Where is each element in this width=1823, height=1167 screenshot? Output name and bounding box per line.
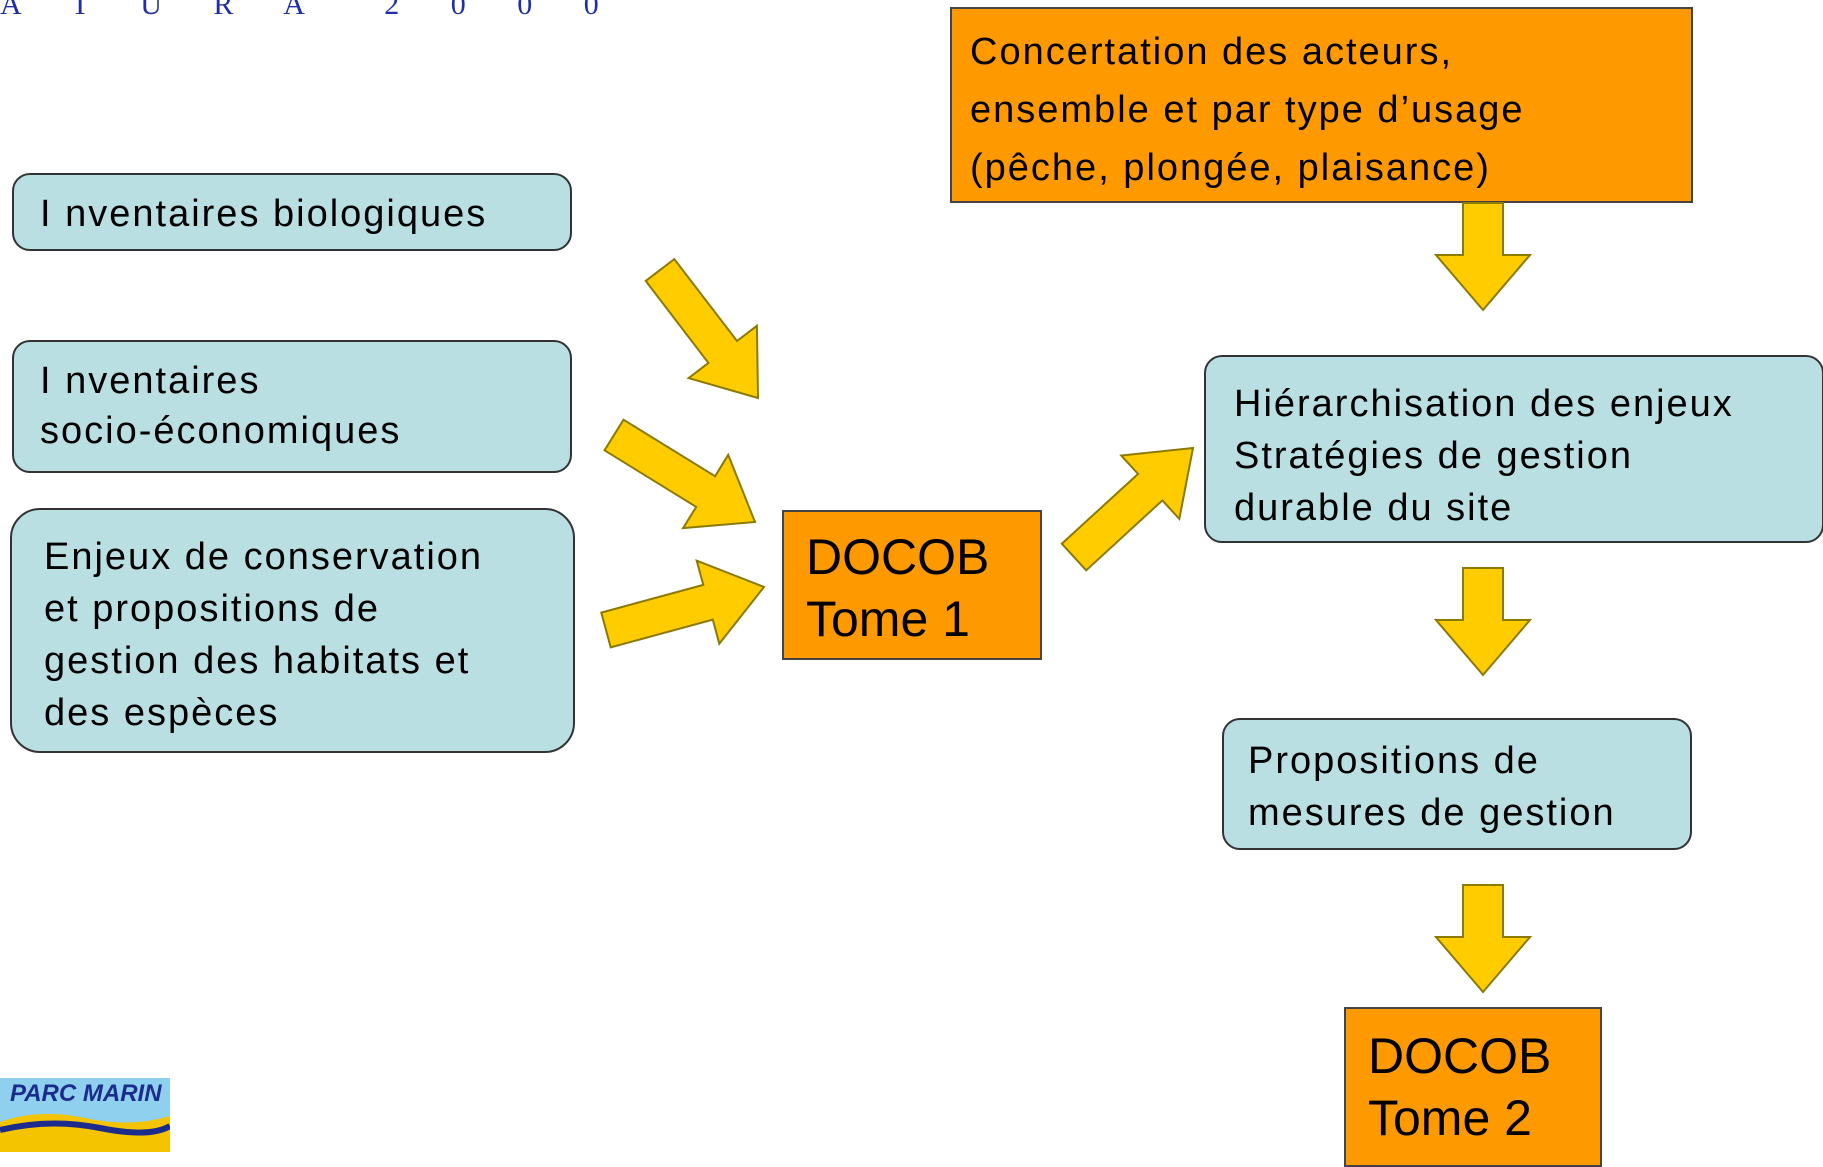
arrow-biologiques-to-docob1 (644, 257, 760, 400)
arrow-propositions-to-docob2 (1433, 884, 1533, 994)
enjeux-line-4: des espèces (44, 692, 280, 734)
concertation-line-3: (pêche, plongée, plaisance) (970, 147, 1491, 189)
propositions-mesures-box: Propositions de mesures de gestion (1222, 718, 1692, 850)
docob-tome-2-line-1: DOCOB (1368, 1028, 1552, 1084)
docob-tome-1-line-1: DOCOB (806, 529, 990, 585)
arrow-concertation-to-hierarchisation (1433, 202, 1533, 312)
docob-tome-1-box: DOCOB Tome 1 (782, 510, 1042, 660)
inventaires-socio-economiques-box: I nventaires socio-économiques (12, 340, 572, 473)
arrow-socio-to-docob1 (603, 418, 757, 530)
propositions-line-1: Propositions de (1248, 740, 1540, 782)
docob-tome-2-line-2: Tome 2 (1368, 1090, 1532, 1146)
propositions-line-2: mesures de gestion (1248, 792, 1616, 834)
natura-2000-header: A T U R A 2 0 0 0 (0, 0, 621, 21)
parc-marin-logo: PARC MARIN (0, 1078, 172, 1152)
hierarchisation-line-1: Hiérarchisation des enjeux (1234, 383, 1734, 425)
docob-tome-2-box: DOCOB Tome 2 (1344, 1007, 1602, 1167)
parc-marin-logo-graphic (0, 1078, 172, 1152)
enjeux-line-1: Enjeux de conservation (44, 536, 484, 578)
inventaires-biologiques-box: I nventaires biologiques (12, 173, 572, 251)
concertation-line-2: ensemble et par type d’usage (970, 89, 1525, 131)
arrow-enjeux-to-docob1 (600, 559, 766, 649)
inventaires-socio-line-2: socio-économiques (40, 410, 402, 452)
parc-marin-logo-label: PARC MARIN (10, 1080, 162, 1107)
enjeux-line-3: gestion des habitats et (44, 640, 471, 682)
inventaires-biologiques-line-1: I nventaires biologiques (40, 193, 488, 235)
inventaires-socio-line-1: I nventaires (40, 360, 261, 402)
concertation-line-1: Concertation des acteurs, (970, 31, 1454, 73)
hierarchisation-enjeux-box: Hiérarchisation des enjeux Stratégies de… (1204, 355, 1823, 543)
arrow-hierarchisation-to-propositions (1433, 567, 1533, 677)
concertation-acteurs-box: Concertation des acteurs, ensemble et pa… (950, 7, 1693, 203)
enjeux-line-2: et propositions de (44, 588, 380, 630)
hierarchisation-line-2: Stratégies de gestion (1234, 435, 1634, 477)
docob-tome-1-line-2: Tome 1 (806, 591, 970, 647)
arrow-docob1-to-hierarchisation (1060, 446, 1195, 572)
hierarchisation-line-3: durable du site (1234, 487, 1514, 529)
enjeux-conservation-box: Enjeux de conservation et propositions d… (10, 508, 575, 753)
